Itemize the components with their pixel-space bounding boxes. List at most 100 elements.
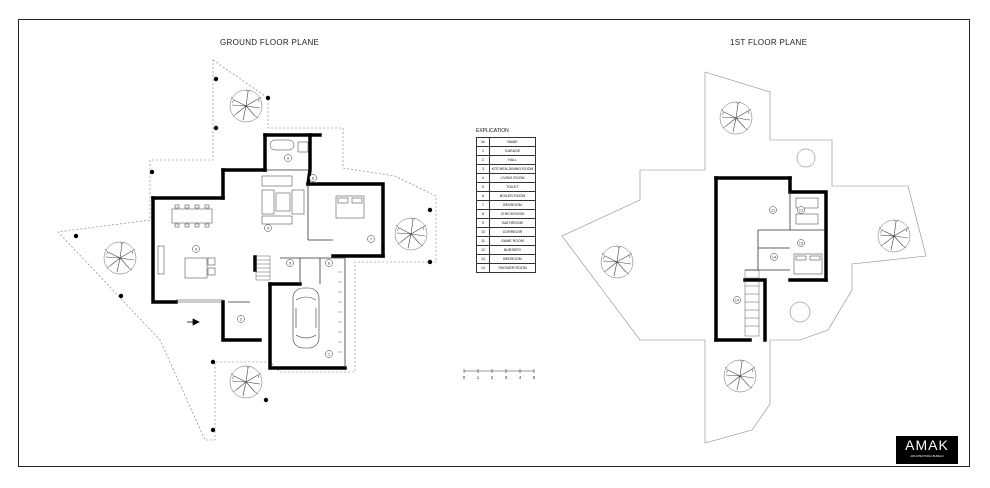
stairs [744, 269, 760, 337]
room-label: 1 [328, 352, 331, 357]
column-header-name: NAME [489, 137, 536, 147]
stairs [255, 255, 271, 281]
row-number: 14 [476, 263, 490, 273]
kitchen-island [157, 245, 216, 279]
shrub [789, 301, 811, 323]
row-name: BOILER-ROOM [489, 191, 536, 201]
row-name: BEDROOM [489, 254, 536, 264]
row-number: 5 [476, 182, 490, 192]
first-floor-plan: 10 11 12 13 14 [561, 71, 927, 444]
row-name: GAME ROOM [489, 236, 536, 246]
room-label: 10 [735, 298, 740, 303]
amak-logo: AMAK ARCHITECTURAL BUREAU [896, 436, 958, 464]
column-header-number: № [476, 137, 490, 147]
row-name: CORRIDOR [489, 227, 536, 237]
room-label: 12 [799, 208, 804, 213]
bed [335, 195, 365, 219]
first-floor-title: 1ST FLOOR PLANE [730, 38, 808, 47]
room-label: 2 [240, 317, 243, 322]
room-label: 11 [771, 208, 776, 213]
scale-label: 5 [533, 375, 536, 380]
row-number: 10 [476, 227, 490, 237]
window-marks [714, 240, 718, 322]
scale-label: 2 [491, 375, 494, 380]
tree [394, 217, 428, 251]
bed [793, 197, 823, 275]
room-label: 5 [289, 261, 292, 266]
roof-outline [561, 71, 927, 444]
garage-door-hatch [338, 271, 342, 353]
row-name: BEDROOM [489, 200, 536, 210]
living-room-furniture [261, 175, 305, 225]
scale-label: 3 [505, 375, 508, 380]
scale-label: 4 [519, 375, 522, 380]
row-name: LIVING ROOM [489, 173, 536, 183]
room-label: 13 [799, 241, 804, 246]
scale-label: 0 [463, 375, 466, 380]
site-boundary [57, 59, 437, 441]
tree [600, 245, 634, 279]
row-name: GARAGE [489, 146, 536, 156]
row-number: 7 [476, 200, 490, 210]
car [292, 287, 320, 349]
room-label: 4 [267, 226, 270, 231]
row-name: BATHROOM [489, 218, 536, 228]
row-number: 8 [476, 209, 490, 219]
tree [229, 365, 263, 399]
shrub [796, 148, 816, 168]
tree [877, 219, 911, 253]
tree [229, 89, 263, 123]
row-number: 1 [476, 146, 490, 156]
ground-floor-title: GROUND FLOOR PLANE [220, 38, 320, 47]
row-number: 11 [476, 236, 490, 246]
row-number: 3 [476, 164, 490, 174]
row-name: SHOWER ROOM [489, 263, 536, 273]
tree [719, 101, 753, 135]
row-number: 4 [476, 173, 490, 183]
row-name: TOILET [489, 182, 536, 192]
row-name: HALL [489, 155, 536, 165]
tree [103, 241, 137, 275]
room-label: 3 [195, 247, 198, 252]
room-label: 7 [370, 237, 373, 242]
room-label: 14 [772, 255, 777, 260]
drawing-frame [18, 19, 970, 467]
room-label: 8 [312, 176, 315, 181]
ground-floor-plan: 1 2 3 4 5 6 7 8 9 [57, 59, 437, 441]
row-number: 2 [476, 155, 490, 165]
scale-label: 1 [477, 375, 480, 380]
row-name: CHECKROOM [489, 209, 536, 219]
table-header-row: № NAME [476, 137, 536, 147]
row-number: 12 [476, 245, 490, 255]
dining-table [171, 204, 213, 228]
row-number: 9 [476, 218, 490, 228]
logo-tagline: ARCHITECTURAL BUREAU [910, 455, 944, 458]
room-label: 6 [328, 261, 331, 266]
row-name: KITCHEN-DINING ROOM [489, 164, 536, 174]
row-name: NURSERY [489, 245, 536, 255]
tree [723, 359, 757, 393]
explication-heading: EXPLICATION [476, 128, 509, 134]
bathtub [269, 139, 309, 153]
row-number: 13 [476, 254, 490, 264]
boundary-markers [73, 76, 433, 433]
logo-wordmark: AMAK [905, 437, 949, 453]
entry-arrow [187, 318, 200, 326]
